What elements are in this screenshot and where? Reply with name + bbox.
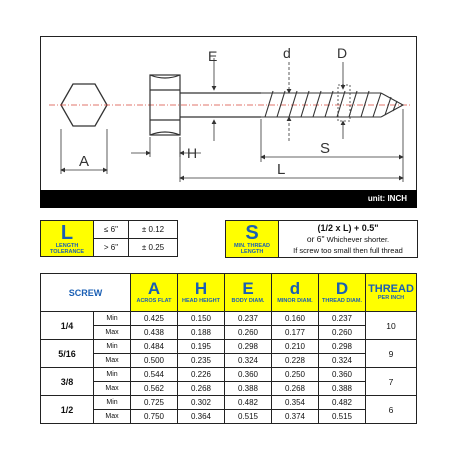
cell-H: 0.364 (177, 409, 225, 424)
label-D: D (337, 45, 347, 61)
screw-header: SCREW (40, 273, 131, 312)
min-label: Min (93, 339, 131, 354)
hex-head-side-view (149, 74, 181, 136)
cell-A: 0.484 (130, 339, 178, 354)
table-row: Max 0.500 0.235 0.324 0.228 0.324 (41, 353, 417, 368)
table-row: 3/8 Min 0.544 0.226 0.360 0.250 0.360 7 (40, 367, 417, 396)
col-header-d: d MINOR DIAM. (271, 273, 319, 312)
cell-D: 0.324 (318, 353, 366, 368)
max-label: Max (93, 325, 131, 340)
screw-shank (180, 92, 261, 118)
cell-H: 0.150 (177, 311, 225, 326)
dimension-L (179, 137, 404, 182)
col-header-thread: THREAD PER INCH (365, 273, 417, 312)
cell-D: 0.388 (318, 381, 366, 396)
label-E: E (208, 48, 217, 64)
cell-E: 0.388 (224, 381, 272, 396)
cell-D: 0.515 (318, 409, 366, 424)
technical-drawing: A H E d D (40, 36, 417, 208)
cell-E: 0.237 (224, 311, 272, 326)
cell-D: 0.360 (318, 367, 366, 382)
dimension-A (60, 129, 108, 174)
min-label: Min (93, 311, 131, 326)
thread-length-rule: (1/2 x L) + 0.5" or 6" Whichever shorter… (278, 220, 418, 258)
threads-per-inch: 9 (365, 339, 417, 368)
label-S: S (320, 140, 330, 157)
dimension-D (337, 62, 351, 139)
table-row: Max 0.562 0.268 0.388 0.268 0.388 (41, 381, 417, 396)
threads-per-inch: 6 (365, 395, 417, 424)
cell-H: 0.195 (177, 339, 225, 354)
cell-H: 0.268 (177, 381, 225, 396)
length-range: > 6" (93, 238, 129, 257)
cell-D: 0.237 (318, 311, 366, 326)
max-label: Max (93, 409, 131, 424)
cell-A: 0.725 (130, 395, 178, 410)
screw-size: 3/8 (40, 367, 94, 396)
cell-D: 0.260 (318, 325, 366, 340)
cell-E: 0.515 (224, 409, 272, 424)
length-tol-value: ± 0.25 (128, 238, 178, 257)
table-row: 1/2 Min 0.725 0.302 0.482 0.354 0.482 6 (40, 395, 417, 424)
max-label: Max (93, 353, 131, 368)
length-tolerance-table: L LENGTH TOLERANCE ≤ 6" ± 0.12 > 6" ± 0.… (40, 220, 178, 257)
cell-D: 0.298 (318, 339, 366, 354)
cell-d: 0.177 (271, 325, 319, 340)
screw-spec-table: SCREW A ACROS FLAT H HEAD HEIGHT E BODY … (40, 273, 417, 424)
label-d: d (283, 45, 291, 61)
cell-E: 0.298 (224, 339, 272, 354)
screw-size: 5/16 (40, 339, 94, 368)
threads-per-inch: 10 (365, 311, 417, 340)
cell-d: 0.228 (271, 353, 319, 368)
min-label: Min (93, 395, 131, 410)
dimension-S (260, 109, 404, 182)
cell-H: 0.235 (177, 353, 225, 368)
label-H: H (187, 145, 197, 161)
cell-E: 0.324 (224, 353, 272, 368)
cell-H: 0.188 (177, 325, 225, 340)
label-A: A (79, 153, 89, 170)
cell-A: 0.544 (130, 367, 178, 382)
cell-A: 0.750 (130, 409, 178, 424)
cell-d: 0.250 (271, 367, 319, 382)
cell-A: 0.425 (130, 311, 178, 326)
cell-d: 0.354 (271, 395, 319, 410)
length-tol-value: ± 0.12 (128, 220, 178, 239)
col-header-E: E BODY DIAM. (224, 273, 272, 312)
table-row: Max 0.438 0.188 0.260 0.177 0.260 (41, 325, 417, 340)
cell-A: 0.562 (130, 381, 178, 396)
thread-length-table: S MIN. THREAD LENGTH (1/2 x L) + 0.5" or… (225, 220, 418, 258)
unit-note: unit: INCH (40, 190, 417, 208)
thread-section (261, 90, 405, 118)
col-header-A: A ACROS FLAT (130, 273, 178, 312)
length-tolerance-header: L LENGTH TOLERANCE (40, 220, 94, 257)
cell-D: 0.482 (318, 395, 366, 410)
table-row: Max 0.750 0.364 0.515 0.374 0.515 (41, 409, 417, 424)
col-header-D: D THREAD DIAM. (318, 273, 366, 312)
lag-screw-drawing: A H E d D (49, 45, 411, 182)
min-label: Min (93, 367, 131, 382)
cell-E: 0.260 (224, 325, 272, 340)
table-row: 1/4 Min 0.425 0.150 0.237 0.160 0.237 10 (40, 311, 417, 340)
screw-size: 1/2 (40, 395, 94, 424)
thread-length-header: S MIN. THREAD LENGTH (225, 220, 279, 258)
cell-H: 0.226 (177, 367, 225, 382)
length-range: ≤ 6" (93, 220, 129, 239)
cell-d: 0.160 (271, 311, 319, 326)
cell-A: 0.500 (130, 353, 178, 368)
max-label: Max (93, 381, 131, 396)
cell-A: 0.438 (130, 325, 178, 340)
screw-size: 1/4 (40, 311, 94, 340)
cell-d: 0.268 (271, 381, 319, 396)
cell-H: 0.302 (177, 395, 225, 410)
table-row: 5/16 Min 0.484 0.195 0.298 0.210 0.298 9 (40, 339, 417, 368)
threads-per-inch: 7 (365, 367, 417, 396)
cell-d: 0.374 (271, 409, 319, 424)
cell-E: 0.360 (224, 367, 272, 382)
col-header-H: H HEAD HEIGHT (177, 273, 225, 312)
cell-d: 0.210 (271, 339, 319, 354)
cell-E: 0.482 (224, 395, 272, 410)
label-L: L (277, 161, 285, 178)
